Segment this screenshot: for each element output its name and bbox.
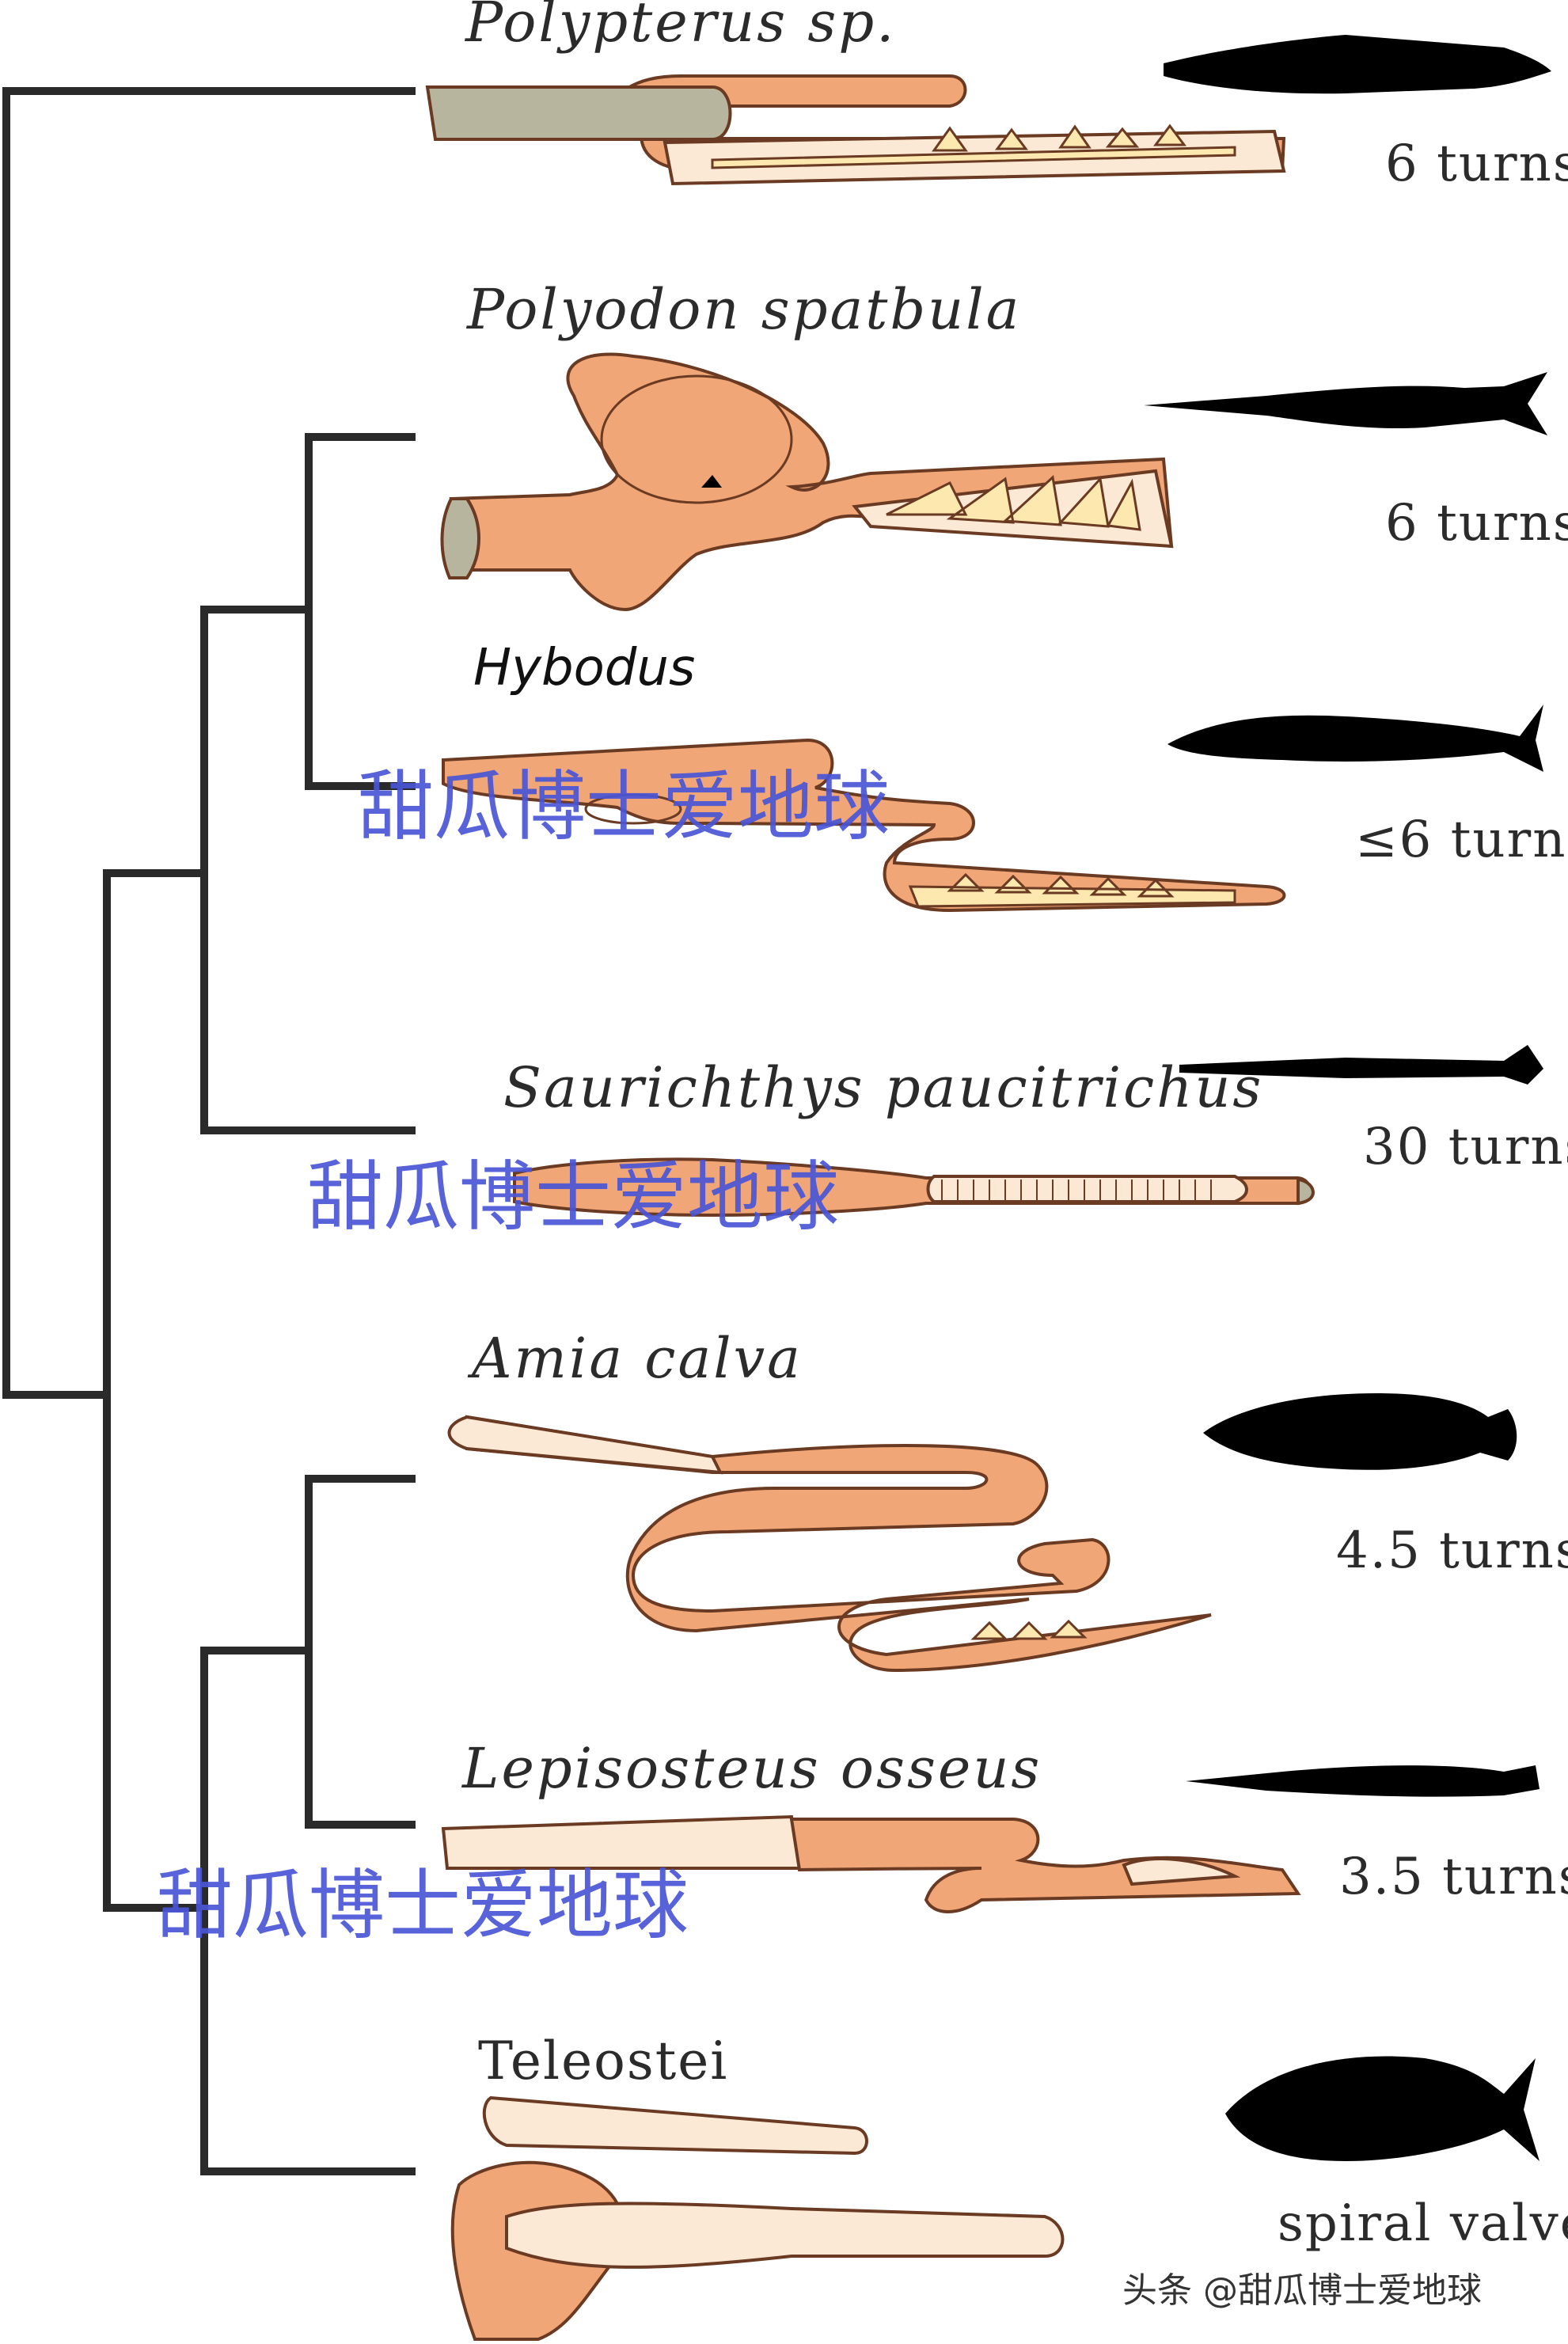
turn-count-hybodus: ≤6 turns [1355,811,1568,869]
intestine-polyodon [440,352,1174,612]
turn-count-lepisosteus: 3.5 turns [1339,1848,1568,1906]
cladogram [2,87,416,2175]
taxon-label-saurichthys: Saurichthys paucitrichus [503,1055,1263,1120]
watermark-3: 甜瓜博士爱地球 [157,1861,689,1950]
intestine-lepisosteus [441,1814,1301,1913]
turn-count-amia: 4.5 turns [1336,1522,1568,1580]
turn-count-polyodon: 6 turns [1385,494,1568,553]
intestine-saurichthys [513,1157,1315,1218]
credit-caption: 头条 @甜瓜博士爱地球 [1122,2270,1482,2311]
silhouette-polypterus [1164,35,1551,94]
taxon-label-amia: Amia calva [467,1326,803,1391]
turn-count-teleostei: spiral valve [1278,2194,1568,2253]
taxon-label-polypterus: Polypterus sp. [464,0,896,55]
silhouette-hybodus [1167,705,1543,772]
silhouette-amia [1203,1393,1517,1470]
taxon-label-polyodon: Polyodon spatbula [465,277,1021,342]
silhouette-lepisosteus [1186,1765,1540,1797]
turn-count-polypterus: 6 turns [1385,135,1568,193]
silhouette-polyodon [1144,372,1547,435]
taxon-label-hybodus: Hybodus [473,639,695,697]
silhouette-saurichthys [1179,1045,1543,1085]
intestine-polypterus [425,74,1286,186]
turn-count-saurichthys: 30 turns [1363,1118,1568,1176]
intestine-teleostei [450,2095,1065,2341]
watermark-2: 甜瓜博士爱地球 [307,1153,839,1241]
taxon-label-lepisosteus: Lepisosteus osseus [461,1736,1042,1801]
watermark-1: 甜瓜博士爱地球 [358,762,890,851]
silhouette-teleostei [1225,2056,1540,2161]
intestine-hybodus [442,738,1286,913]
intestine-amia [447,1415,1212,1673]
taxon-label-teleostei: Teleostei [478,2031,728,2091]
